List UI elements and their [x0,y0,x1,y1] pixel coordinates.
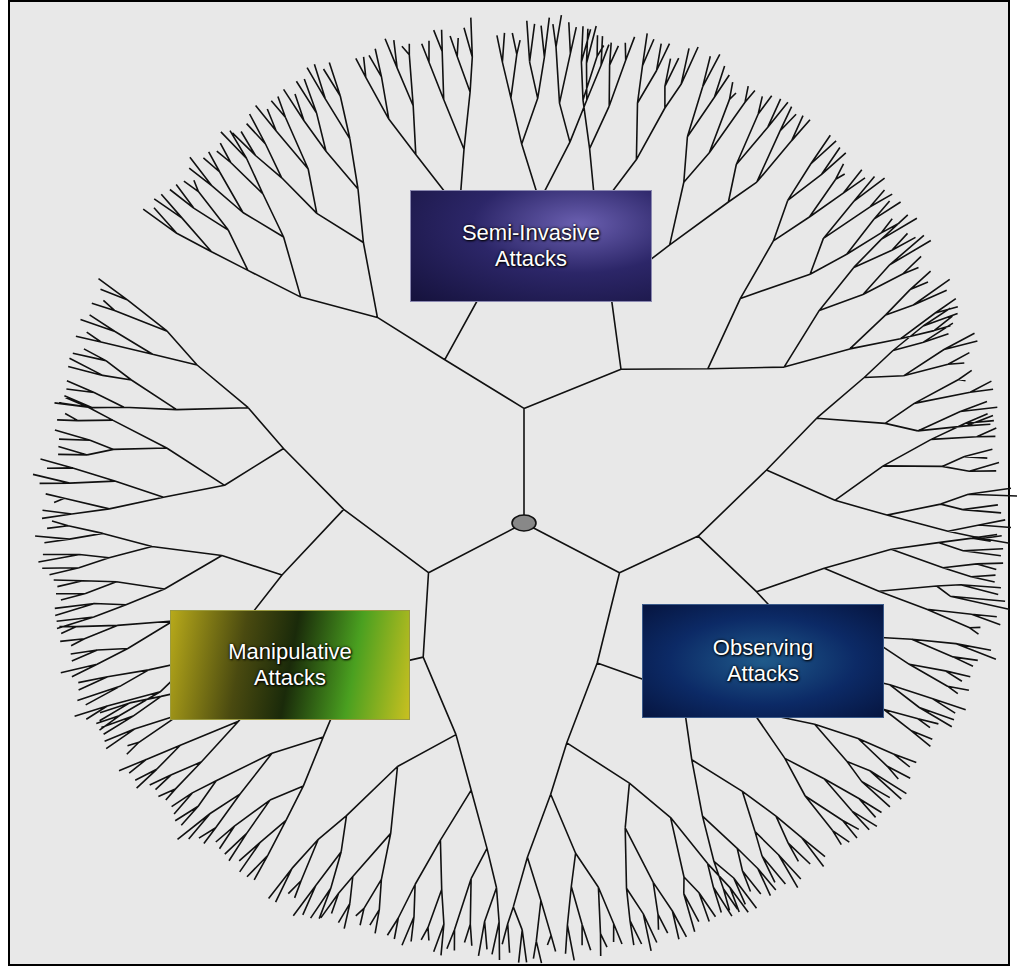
root-oval [512,515,536,531]
category-label: Observing Attacks [678,635,848,688]
attack-category-box: Observing Attacks [642,604,884,718]
category-label: Manipulative Attacks [205,639,375,692]
branch-lines [33,15,1017,963]
attack-category-box: Manipulative Attacks [170,610,410,720]
attack-category-box: Semi-Invasive Attacks [410,190,652,302]
category-label: Semi-Invasive Attacks [446,220,616,273]
